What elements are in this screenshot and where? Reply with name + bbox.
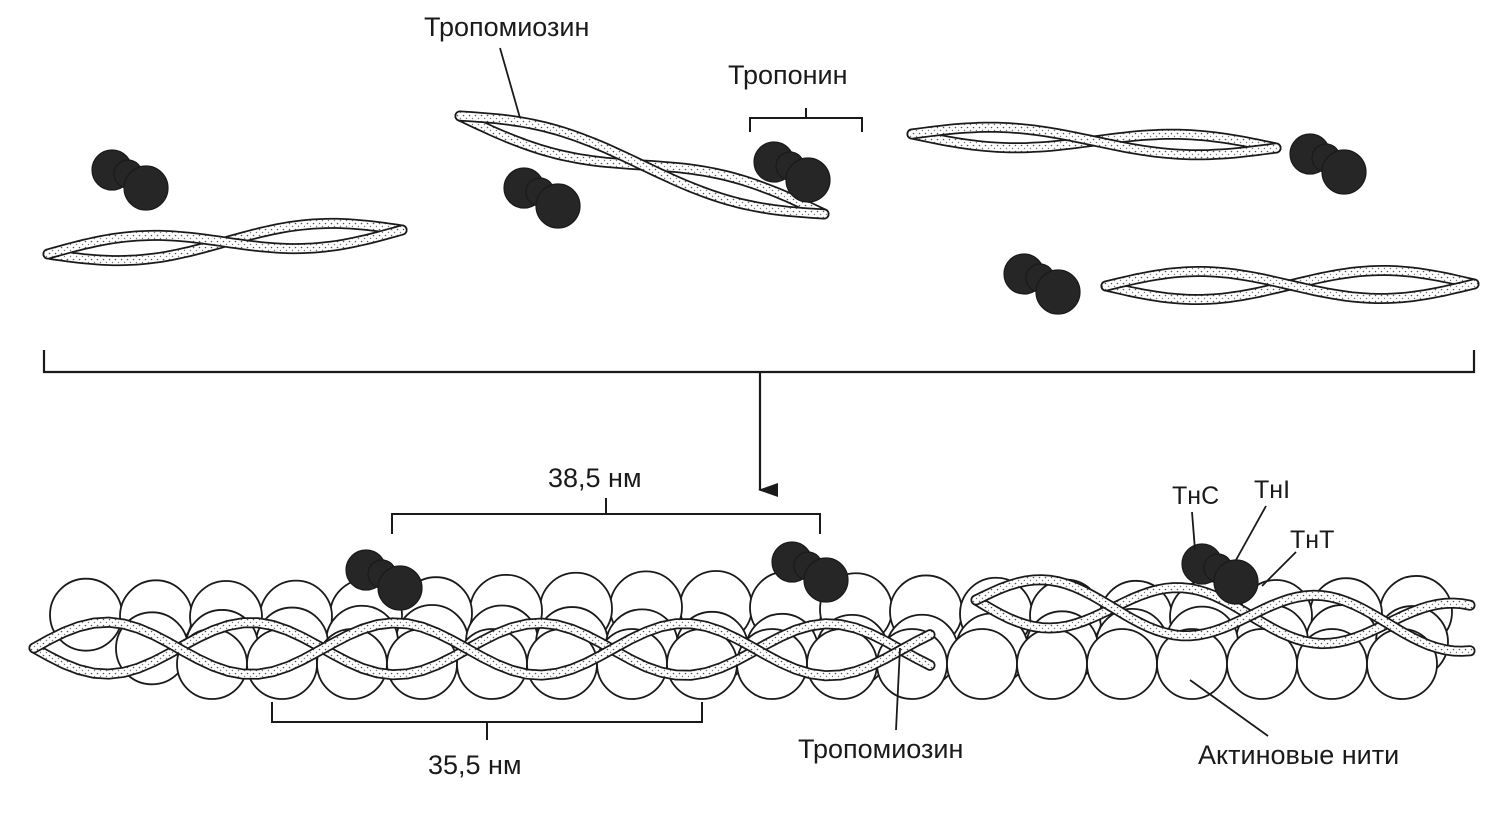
troponin-free-1 [91,149,169,211]
troponin-subunit [123,165,169,211]
tropomyosin-free-2-b-fill [456,112,828,218]
label-dimension-385: 38,5 нм [548,463,642,493]
dimension-385-bracket [391,498,821,534]
troponin-subunit [785,157,831,203]
troponin-bound-3 [1181,543,1259,605]
troponin-bound-1 [345,549,423,611]
tropomyosin-free-4-b-fill [1102,267,1478,303]
label-tropomyosin-bottom: Тропомиозин [798,734,964,764]
troponin-subunit [535,183,581,229]
dimension-355-bracket [271,702,703,740]
leader-tni [1235,505,1267,561]
label-dimension-355: 35,5 нм [428,750,522,780]
label-tnt: ТнT [1290,526,1335,554]
label-tnc: ТнC [1172,482,1220,510]
leader-tropomyosin-bottom [895,647,901,731]
troponin-free-4 [1289,133,1367,195]
troponin-bound-2 [771,541,849,603]
troponin-complexes [91,133,1367,611]
label-troponin: Тропонин [728,60,848,90]
troponin-subunit [377,565,423,611]
tropomyosin-strands [28,110,1480,682]
label-tropomyosin-top: Тропомиозин [424,12,590,42]
troponin-bracket [749,108,863,132]
troponin-subunit [1035,269,1081,315]
leader-actin [1189,679,1269,737]
tropomyosin-bound-2-b-fill [972,576,1474,656]
grouping-bracket [42,350,1476,374]
troponin-free-3 [753,141,831,203]
troponin-subunit [1321,149,1367,195]
troponin-subunit [1213,559,1259,605]
troponin-subunit [803,557,849,603]
tropomyosin-free-1-b-fill [44,226,406,258]
actin-bead [1086,628,1158,700]
tropomyosin-bound-1-b-fill [30,618,934,680]
actin-bead [1016,628,1088,700]
troponin-free-5 [1003,253,1081,315]
label-tni: ТнI [1254,476,1291,504]
tropomyosin-free-3-b-fill [908,123,1280,159]
actin-bead [946,628,1018,700]
label-actin-filaments: Актиновые нити [1198,740,1400,770]
leader-tnt [1261,551,1297,587]
leader-tropomyosin-top [499,47,521,119]
leader-tnc [1191,511,1196,551]
troponin-free-2 [503,167,581,229]
